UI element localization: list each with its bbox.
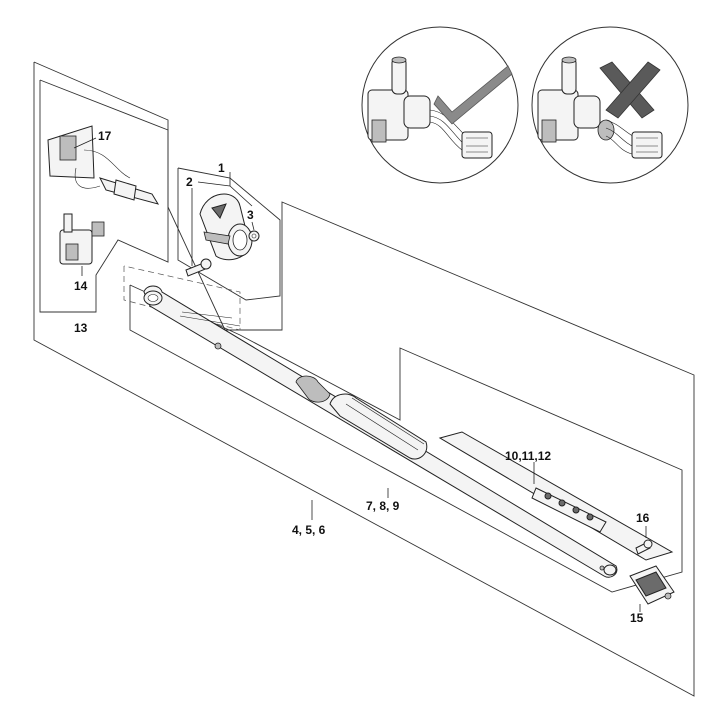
part-17-switch-panel	[47, 125, 160, 205]
part-1-handle-cover	[197, 172, 253, 261]
callout-2: 2	[186, 175, 193, 189]
part-10-11-12-decal	[438, 431, 674, 561]
callout-16: 16	[636, 511, 650, 525]
callout-10-11-12: 10,11,12	[505, 449, 551, 463]
callout-17: 17	[98, 129, 112, 143]
cross-mark-icon	[599, 61, 661, 119]
frame-assembly-13	[39, 79, 169, 313]
part-15-end-cap	[629, 565, 675, 612]
callout-13: 13	[74, 321, 88, 335]
callout-1: 1	[218, 161, 225, 175]
callout-7-8-9: 7, 8, 9	[366, 499, 400, 513]
frame-assembly-7-8-9	[123, 265, 683, 593]
callout-3: 3	[247, 208, 254, 222]
callout-4-5-6: 4, 5, 6	[292, 523, 326, 537]
part-3-nut	[248, 221, 260, 242]
callout-14: 14	[74, 279, 88, 293]
part-14-micro-switch	[59, 213, 105, 276]
part-16-screw	[635, 526, 653, 555]
callout-15: 15	[630, 611, 644, 625]
part-4-5-6-telescopic-shaft	[143, 285, 618, 578]
inset-incorrect-assembly	[531, 26, 689, 184]
inset-correct-assembly	[361, 26, 519, 184]
part-2-screw	[185, 188, 212, 277]
check-mark-icon	[433, 65, 513, 125]
